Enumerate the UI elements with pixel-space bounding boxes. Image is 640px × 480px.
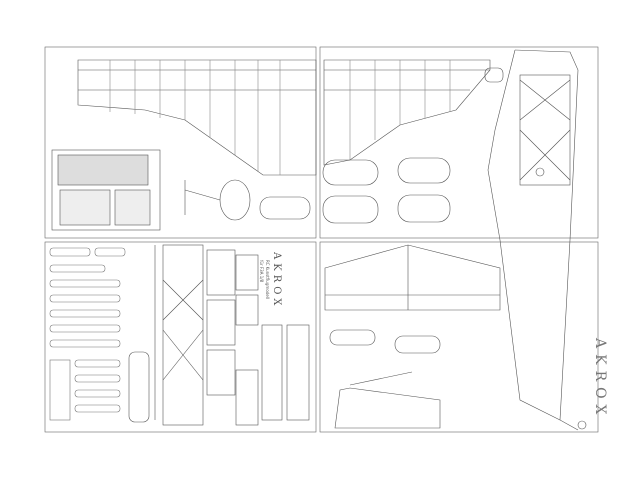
- plan-subtitle: RC Kunstflugmodell: [265, 260, 270, 299]
- wing-top-view: [77, 59, 491, 176]
- plan-class: für F3A 1/8: [259, 260, 264, 283]
- tailplane-top-view: [324, 244, 501, 429]
- parts-sheet-thumbnail: [51, 149, 161, 231]
- cowling-parts: [184, 157, 451, 224]
- formers-and-ribs: [49, 244, 310, 426]
- plan-title: AKROX: [271, 252, 282, 310]
- fuselage-title: AKROX: [592, 338, 608, 421]
- sheet-borders: [44, 46, 599, 433]
- fuselage-side-view: [484, 49, 587, 431]
